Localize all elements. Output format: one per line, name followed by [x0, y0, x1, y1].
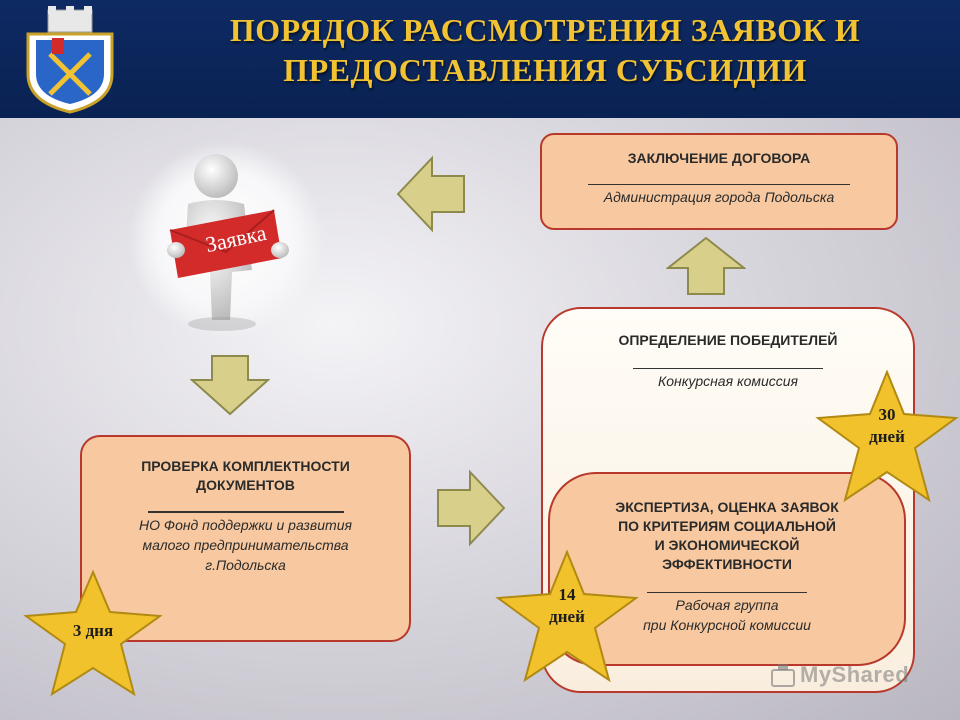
- winners-step-divider: [633, 368, 823, 369]
- winners-step-org: Конкурсная комиссия: [657, 373, 799, 389]
- expertise-step-box: ЭКСПЕРТИЗА, ОЦЕНКА ЗАЯВОК ПО КРИТЕРИЯМ С…: [548, 472, 906, 666]
- expertise-title-line-2: ПО КРИТЕРИЯМ СОЦИАЛЬНОЙ: [618, 518, 836, 534]
- expertise-title-line-3: И ЭКОНОМИЧЕСКОЙ: [654, 537, 800, 553]
- contract-step-org: Администрация города Подольска: [603, 189, 835, 205]
- expertise-title-line-1: ЭКСПЕРТИЗА, ОЦЕНКА ЗАЯВОК: [615, 499, 839, 515]
- title-line-1: ПОРЯДОК РАССМОТРЕНИЯ ЗАЯВОК И: [229, 12, 861, 48]
- expertise-step-divider: [647, 592, 807, 593]
- arrow-down-to-check: [190, 355, 270, 416]
- duration-30-unit: дней: [869, 427, 905, 446]
- duration-14-unit: дней: [549, 607, 585, 626]
- check-step-divider: [147, 511, 344, 513]
- watermark-text: MyShared: [800, 662, 910, 687]
- expertise-title-line-4: ЭФФЕКТИВНОСТИ: [662, 556, 792, 572]
- expertise-org-line-2: при Конкурсной комиссии: [643, 617, 811, 633]
- winners-step-title: ОПРЕДЕЛЕНИЕ ПОБЕДИТЕЛЕЙ: [618, 332, 838, 348]
- duration-3-days-label: 3 дня: [72, 621, 114, 640]
- duration-30-number: 30: [878, 405, 896, 424]
- check-documents-step-box: ПРОВЕРКА КОМПЛЕКТНОСТИ ДОКУМЕНТОВ НО Фон…: [80, 435, 411, 642]
- arrow-left-to-applicant: [396, 155, 465, 233]
- contract-step-title: ЗАКЛЮЧЕНИЕ ДОГОВОРА: [627, 150, 811, 166]
- check-org-line-1: НО Фонд поддержки и развития: [139, 517, 352, 533]
- page-title: ПОРЯДОК РАССМОТРЕНИЯ ЗАЯВОК И ПРЕДОСТАВЛ…: [150, 10, 940, 90]
- check-org-line-2: малого предпринимательства: [142, 537, 349, 553]
- duration-star-30-days: [815, 369, 959, 503]
- check-title-line-2: ДОКУМЕНТОВ: [196, 477, 295, 493]
- contract-step-box: ЗАКЛЮЧЕНИЕ ДОГОВОРА Администрация города…: [540, 133, 898, 230]
- title-line-2: ПРЕДОСТАВЛЕНИЯ СУБСИДИИ: [283, 52, 807, 88]
- person-with-application-illustration: [128, 142, 324, 338]
- arrow-up-to-contract: [666, 236, 746, 295]
- check-org-line-3: г.Подольска: [205, 557, 286, 573]
- check-title-line-1: ПРОВЕРКА КОМПЛЕКТНОСТИ: [141, 458, 350, 474]
- city-crest-icon: [26, 6, 114, 114]
- duration-star-14-days: [495, 549, 639, 683]
- arrow-right-to-expertise: [437, 469, 506, 547]
- header-bar: ПОРЯДОК РАССМОТРЕНИЯ ЗАЯВОК И ПРЕДОСТАВЛ…: [0, 0, 960, 118]
- expertise-org-line-1: Рабочая группа: [675, 597, 779, 613]
- duration-30-days-label: 30 дней: [832, 404, 942, 448]
- duration-14-number: 14: [558, 585, 576, 604]
- watermark-logo-icon: [771, 664, 795, 687]
- contract-step-divider: [588, 184, 850, 185]
- duration-star-3-days: [23, 569, 163, 697]
- duration-14-days-label: 14 дней: [512, 584, 622, 628]
